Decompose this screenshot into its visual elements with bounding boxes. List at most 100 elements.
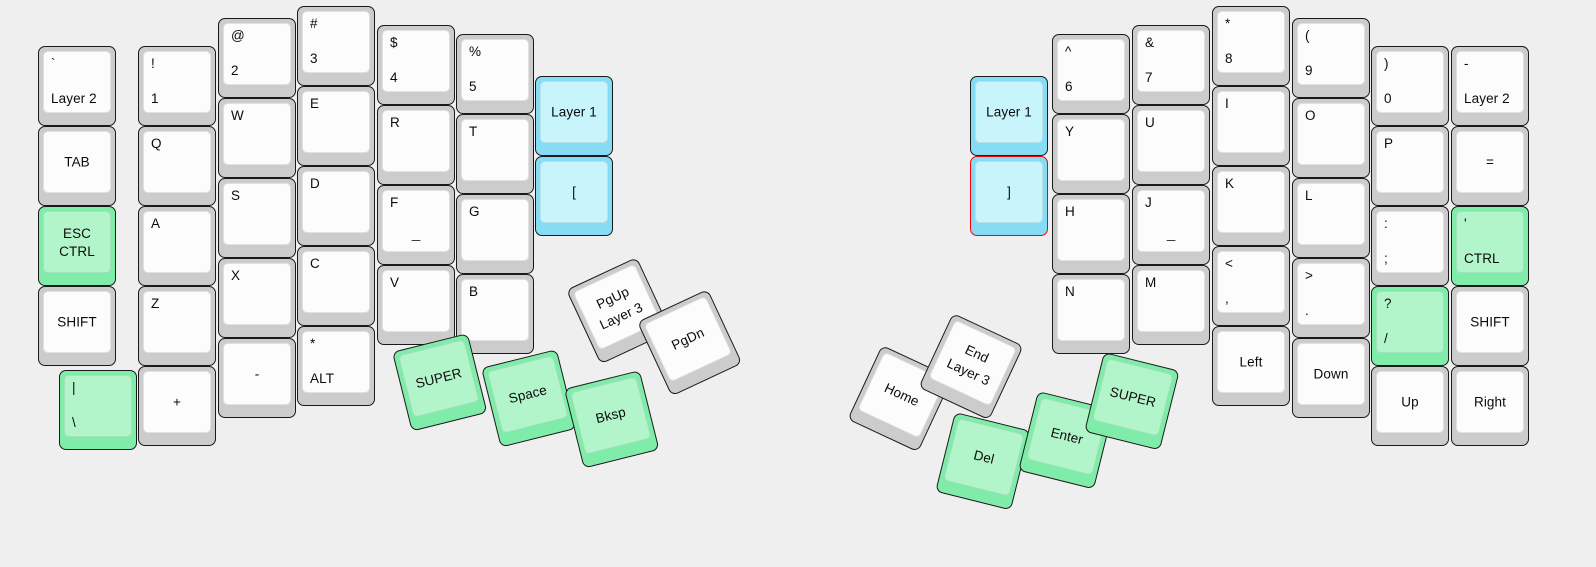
key-j-cap: J_ — [1137, 190, 1205, 252]
key-j[interactable]: J_ — [1132, 185, 1210, 265]
key-1[interactable]: !1 — [138, 46, 216, 126]
key-bracket-left-cap: [ — [540, 161, 608, 223]
key-layer1-left[interactable]: Layer 1 — [535, 76, 613, 156]
key-z[interactable]: Z — [138, 286, 216, 366]
key-comma[interactable]: <, — [1212, 246, 1290, 326]
key-w-legend-top: W — [231, 108, 244, 123]
key-left-legend-main: Left — [1239, 354, 1263, 370]
key-l[interactable]: L — [1292, 178, 1370, 258]
key-e-legend-top: E — [310, 96, 320, 111]
key-i-legend-top: I — [1225, 96, 1229, 111]
key-q[interactable]: Q — [138, 126, 216, 206]
key-grave-layer2-legend-main: Layer 2 — [51, 90, 97, 106]
key-left-cap: Left — [1217, 331, 1285, 393]
key-pipe-backslash[interactable]: |\ — [59, 370, 137, 450]
key-4-cap: $4 — [382, 30, 450, 92]
key-alt-cap: *ALT — [302, 331, 370, 393]
key-g[interactable]: G — [456, 194, 534, 274]
key-equal[interactable]: = — [1451, 126, 1529, 206]
key-super-right-cap: SUPER — [1092, 358, 1174, 437]
key-right[interactable]: Right — [1451, 366, 1529, 446]
key-quote-ctrl-cap: 'CTRL — [1456, 211, 1524, 273]
key-5[interactable]: %5 — [456, 34, 534, 114]
key-3[interactable]: #3 — [297, 6, 375, 86]
key-shift-right[interactable]: SHIFT — [1451, 286, 1529, 366]
key-z-legend-top: Z — [151, 296, 160, 311]
key-9[interactable]: (9 — [1292, 18, 1370, 98]
key-6[interactable]: ^6 — [1052, 34, 1130, 114]
key-k[interactable]: K — [1212, 166, 1290, 246]
key-i[interactable]: I — [1212, 86, 1290, 166]
key-4-legend-top: $ — [390, 35, 398, 50]
key-slash[interactable]: ?/ — [1371, 286, 1449, 366]
key-plus-legend-main: + — [173, 394, 181, 410]
key-u[interactable]: U — [1132, 105, 1210, 185]
key-end-layer3-cap: End Layer 3 — [928, 319, 1018, 407]
key-up[interactable]: Up — [1371, 366, 1449, 446]
key-grave-layer2-cap: `Layer 2 — [43, 51, 111, 113]
key-c[interactable]: C — [297, 246, 375, 326]
key-bracket-right[interactable]: ] — [970, 156, 1048, 236]
key-4[interactable]: $4 — [377, 25, 455, 105]
key-layer1-right[interactable]: Layer 1 — [970, 76, 1048, 156]
key-0[interactable]: )0 — [1371, 46, 1449, 126]
key-semicolon-legend-main: ; — [1384, 250, 1388, 266]
key-7-cap: &7 — [1137, 30, 1205, 92]
key-f[interactable]: F_ — [377, 185, 455, 265]
key-2-cap: @2 — [223, 23, 291, 85]
key-minus-layer2-legend-top: - — [1464, 56, 1469, 71]
key-minus-layer2[interactable]: - Layer 2 — [1451, 46, 1529, 126]
key-p[interactable]: P — [1371, 126, 1449, 206]
key-2-legend-top: @ — [231, 28, 245, 43]
key-d-cap: D — [302, 171, 370, 233]
key-minus[interactable]: - — [218, 338, 296, 418]
key-d[interactable]: D — [297, 166, 375, 246]
key-left[interactable]: Left — [1212, 326, 1290, 406]
key-y[interactable]: Y — [1052, 114, 1130, 194]
key-m[interactable]: M — [1132, 265, 1210, 345]
key-6-legend-top: ^ — [1065, 44, 1072, 59]
key-h[interactable]: H — [1052, 194, 1130, 274]
key-q-cap: Q — [143, 131, 211, 193]
key-r-legend-top: R — [390, 115, 400, 130]
key-n[interactable]: N — [1052, 274, 1130, 354]
key-e[interactable]: E — [297, 86, 375, 166]
key-s[interactable]: S — [218, 178, 296, 258]
key-r[interactable]: R — [377, 105, 455, 185]
key-del[interactable]: Del — [935, 412, 1031, 511]
key-esc-ctrl-legend-main: CTRL — [59, 243, 95, 259]
key-space-legend: Space — [507, 382, 549, 407]
key-alt[interactable]: *ALT — [297, 326, 375, 406]
key-s-cap: S — [223, 183, 291, 245]
key-plus[interactable]: + — [138, 366, 216, 446]
key-layer1-right-legend-main: Layer 1 — [986, 104, 1032, 120]
key-shift-left[interactable]: SHIFT — [38, 286, 116, 366]
key-slash-cap: ?/ — [1376, 291, 1444, 353]
key-tab[interactable]: TAB — [38, 126, 116, 206]
key-period[interactable]: >. — [1292, 258, 1370, 338]
key-grave-layer2[interactable]: `Layer 2 — [38, 46, 116, 126]
key-a-cap: A — [143, 211, 211, 273]
key-2[interactable]: @2 — [218, 18, 296, 98]
key-t[interactable]: T — [456, 114, 534, 194]
key-quote-ctrl[interactable]: 'CTRL — [1451, 206, 1529, 286]
key-slash-legend-top: ? — [1384, 296, 1392, 311]
key-a[interactable]: A — [138, 206, 216, 286]
key-8[interactable]: *8 — [1212, 6, 1290, 86]
key-semicolon[interactable]: :; — [1371, 206, 1449, 286]
key-w[interactable]: W — [218, 98, 296, 178]
key-bracket-left[interactable]: [ — [535, 156, 613, 236]
key-x[interactable]: X — [218, 258, 296, 338]
key-a-legend-top: A — [151, 216, 161, 231]
key-down[interactable]: Down — [1292, 338, 1370, 418]
key-minus-layer2-legend-main: Layer 2 — [1464, 90, 1510, 106]
key-7[interactable]: &7 — [1132, 25, 1210, 105]
key-space[interactable]: Space — [481, 349, 577, 448]
key-bksp[interactable]: Bksp — [564, 370, 660, 469]
key-w-cap: W — [223, 103, 291, 165]
key-slash-legend-main: / — [1384, 330, 1388, 346]
key-o[interactable]: O — [1292, 98, 1370, 178]
key-comma-legend-main: , — [1225, 290, 1229, 306]
key-v[interactable]: V — [377, 265, 455, 345]
